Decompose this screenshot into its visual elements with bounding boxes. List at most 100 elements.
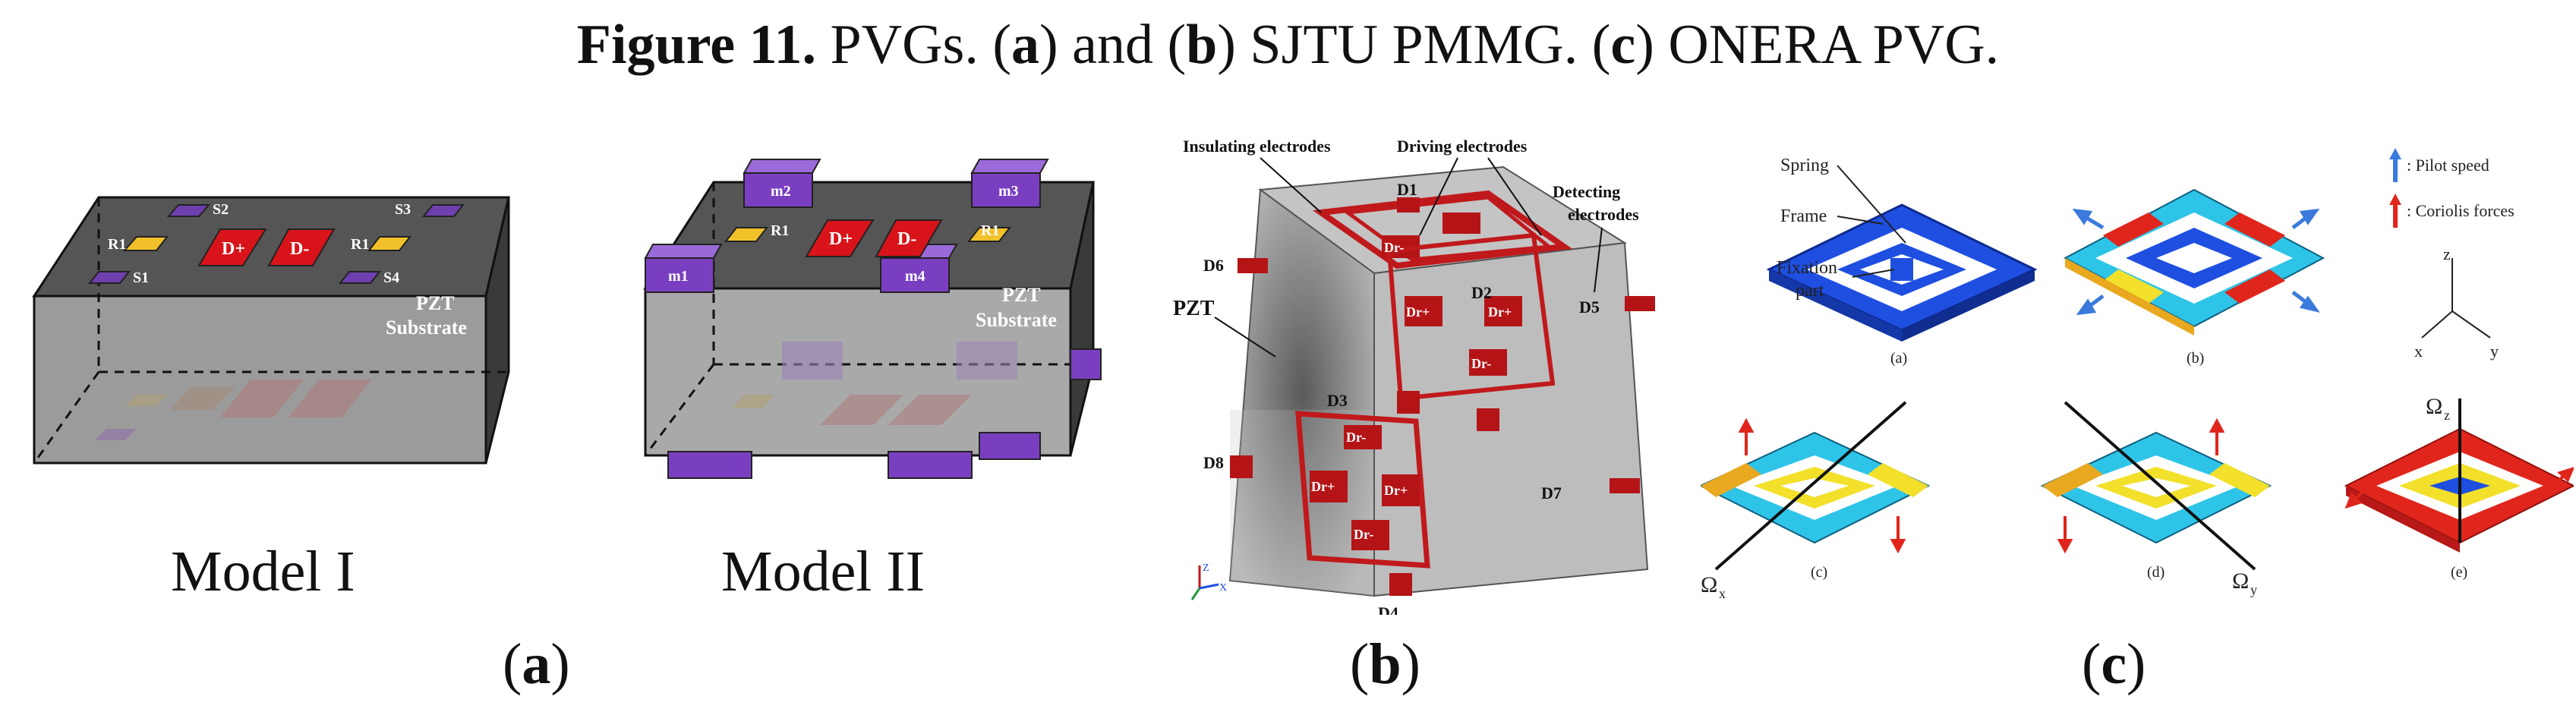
electrode-s3: [421, 204, 465, 217]
electrode-d-minus: [267, 228, 336, 266]
label-s4: S4: [383, 269, 399, 286]
model-1-label: Model I: [171, 540, 355, 603]
electrode-s2: [166, 204, 211, 217]
label-d4: D4: [1378, 603, 1398, 615]
label-m1: m1: [668, 268, 689, 285]
label-r1-right-2: R1: [981, 222, 999, 239]
model-2-label: Model II: [721, 540, 925, 603]
label-d-minus: D-: [290, 239, 309, 259]
svg-text:Ω: Ω: [2232, 569, 2249, 594]
legend-pilot: : Pilot speed: [2407, 156, 2489, 175]
figure-caption: Figure 11. PVGs. (a) and (b) SJTU PMMG. …: [0, 11, 2576, 79]
electrode-r1-left: [122, 236, 169, 251]
caption-text-2: ) and (: [1039, 14, 1187, 76]
label-s3: S3: [395, 201, 411, 218]
label-pzt-b: PZT: [1173, 297, 1215, 320]
label-dr-top-2: Dr+: [1406, 304, 1430, 320]
label-pzt-1: PZT: [416, 292, 455, 314]
label-fixation-1: Fixation: [1777, 258, 1837, 278]
svg-text:z: z: [2444, 408, 2450, 423]
label-m2: m2: [771, 183, 791, 200]
legend: : Pilot speed : Coriolis forces: [2389, 148, 2515, 228]
label-detecting-2: electrodes: [1568, 205, 1639, 224]
label-r1-left: R1: [108, 236, 126, 253]
label-r1-right: R1: [351, 236, 369, 253]
panel-c-illustration: Spring Frame Fixation part (a) (b) : Pil…: [1701, 148, 2574, 601]
label-sub-c: (c): [1811, 564, 1827, 581]
structure-c: [1701, 431, 1931, 544]
label-detecting-1: Detecting: [1553, 182, 1620, 201]
panel-b-letter: (b): [1350, 632, 1420, 696]
structure-d: [2040, 431, 2272, 544]
panel-c-letter: (c): [2082, 632, 2146, 696]
label-d-plus: D+: [222, 239, 245, 259]
caption-letter-c: c: [1610, 14, 1636, 76]
electrode-d-plus: [197, 228, 267, 266]
label-sub-a: (a): [1890, 350, 1907, 367]
label-sub-d: (d): [2147, 564, 2165, 581]
label-dr-bot-1: Dr-: [1346, 430, 1366, 445]
model-1-box: S2 S3 R1 D+ D- R1 S1 S4 PZT Substrate: [32, 196, 510, 465]
mass-m2: [743, 159, 821, 208]
xyz-axes-icon: [2421, 258, 2491, 339]
label-dr-top-4: Dr-: [1471, 356, 1491, 371]
svg-text:x: x: [1719, 586, 1726, 601]
label-d-plus-2: D+: [829, 229, 853, 249]
label-insulating-electrodes: Insulating electrodes: [1183, 137, 1331, 156]
label-sub-b: (b): [2187, 350, 2204, 367]
label-d7: D7: [1541, 483, 1562, 502]
coriolis-arrow-icon: [2389, 194, 2401, 205]
label-driving-electrodes: Driving electrodes: [1397, 137, 1528, 156]
axis-x-label: X: [1219, 582, 1227, 594]
svg-text:y: y: [2250, 582, 2257, 597]
structure-a: [1766, 203, 2038, 342]
label-dr-bot-2: Dr+: [1311, 479, 1335, 494]
label-fixation-2: part: [1796, 281, 1824, 301]
label-d1: D1: [1397, 180, 1417, 199]
caption-letter-a: a: [1011, 14, 1039, 76]
axis-x: x: [2414, 342, 2423, 361]
svg-text:Ω: Ω: [2426, 394, 2442, 419]
axis-triad-icon: Z X: [1190, 562, 1227, 600]
electrode-r1-right: [367, 236, 412, 251]
label-sub-e: (e): [2451, 564, 2467, 581]
label-substrate-2: Substrate: [976, 309, 1057, 331]
model-2-box: m2 m3 R1 D+ D- R1 m1 m4 PZT Substrate: [643, 159, 1102, 479]
label-s2: S2: [213, 201, 229, 218]
legend-coriolis: : Coriolis forces: [2407, 201, 2515, 220]
label-spring: Spring: [1780, 156, 1829, 175]
label-dr-top-3: Dr+: [1488, 304, 1512, 320]
panel-b-illustration: Insulating electrodes Driving electrodes…: [1173, 137, 1655, 615]
label-m4: m4: [905, 268, 925, 285]
axis-z-label: Z: [1203, 562, 1209, 574]
label-s1: S1: [133, 269, 149, 286]
structure-b: [2063, 188, 2325, 335]
label-d8: D8: [1203, 453, 1224, 472]
label-dr-bot-4: Dr-: [1354, 527, 1373, 542]
panel-a-illustration: S2 S3 R1 D+ D- R1 S1 S4 PZT Substrate: [32, 159, 1102, 479]
panel-a-letter: (a): [503, 632, 570, 696]
label-d3: D3: [1327, 391, 1348, 410]
label-dr-bot-3: Dr+: [1384, 483, 1408, 498]
electrode-s1: [87, 271, 131, 284]
label-d-minus-2: D-: [897, 229, 916, 249]
label-d2: D2: [1471, 283, 1492, 302]
axis-z: z: [2443, 244, 2451, 263]
label-m3: m3: [998, 183, 1019, 200]
mass-m1: [644, 244, 723, 293]
label-d6: D6: [1203, 256, 1224, 275]
svg-text:Ω: Ω: [1701, 572, 1717, 597]
omega-y-label: Ω y: [2232, 569, 2257, 597]
caption-text-3: ) SJTU PMMG. (: [1217, 14, 1611, 76]
caption-prefix: Figure 11.: [576, 14, 816, 76]
omega-x-label: Ω x: [1701, 572, 1726, 601]
label-r1-left-2: R1: [771, 222, 789, 239]
label-d5: D5: [1579, 298, 1600, 317]
label-dr-top-1: Dr-: [1384, 240, 1404, 255]
caption-letter-b: b: [1186, 14, 1218, 76]
caption-text-4: ) ONERA PVG.: [1635, 14, 2000, 76]
omega-z-label: Ω z: [2426, 394, 2450, 423]
label-substrate-1: Substrate: [386, 317, 467, 339]
caption-text-1: PVGs. (: [815, 14, 1011, 76]
pilot-arrow-icon: [2389, 148, 2401, 159]
